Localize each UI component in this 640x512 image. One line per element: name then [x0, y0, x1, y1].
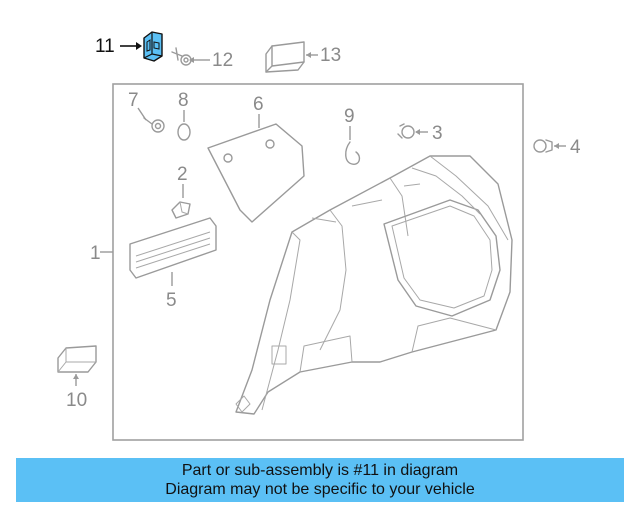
callout-1: 1 — [90, 243, 101, 264]
callout-6: 6 — [253, 94, 264, 115]
callout-4: 4 — [570, 137, 581, 158]
part-1-trim-assembly[interactable]: 1 — [90, 243, 113, 264]
banner-line-1: Part or sub-assembly is #11 in diagram — [181, 462, 459, 479]
part-9-hook[interactable]: 9 — [344, 106, 361, 165]
callout-10: 10 — [66, 390, 87, 411]
quarter-trim-panel — [235, 155, 513, 415]
callout-5: 5 — [166, 290, 177, 311]
callout-13: 13 — [320, 45, 341, 66]
callout-9: 9 — [344, 106, 355, 127]
parts-diagram: 11 12 13 7 8 6 — [57, 31, 581, 441]
part-13-cap[interactable]: 13 — [265, 41, 341, 73]
part-info-banner: Part or sub-assembly is #11 in diagram D… — [16, 458, 624, 502]
part-4-screw[interactable]: 4 — [533, 137, 581, 158]
part-8-grommet[interactable]: 8 — [177, 90, 191, 141]
part-5-sill-plate[interactable]: 5 — [129, 217, 217, 311]
part-3-screw[interactable]: 3 — [397, 123, 443, 144]
part-10-clip[interactable]: 10 — [57, 345, 97, 411]
part-11-clip[interactable]: 11 — [95, 31, 163, 62]
callout-11: 11 — [95, 36, 115, 57]
callout-7: 7 — [128, 90, 139, 111]
callout-12: 12 — [212, 50, 233, 71]
part-12-screw[interactable]: 12 — [171, 47, 233, 71]
part-2-clip[interactable]: 2 — [171, 164, 191, 219]
callout-3: 3 — [432, 123, 443, 144]
part-6-panel[interactable]: 6 — [207, 94, 305, 223]
callout-8: 8 — [178, 90, 189, 111]
part-7-fastener[interactable]: 7 — [128, 90, 165, 133]
assembly-frame — [112, 83, 524, 441]
callout-2: 2 — [177, 164, 188, 185]
banner-line-2: Diagram may not be specific to your vehi… — [165, 481, 475, 498]
